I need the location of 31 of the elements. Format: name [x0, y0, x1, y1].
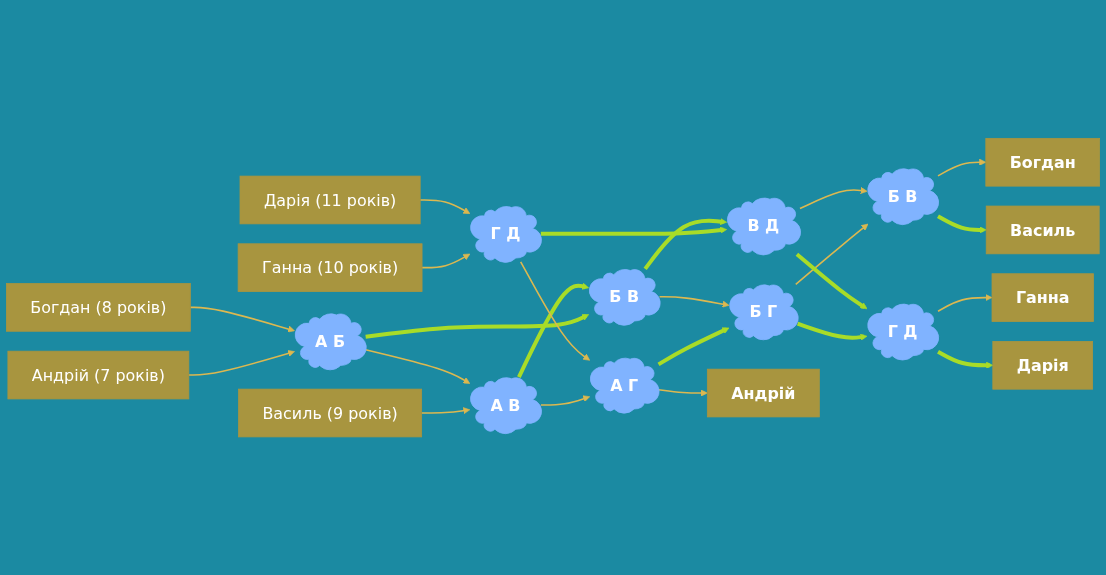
node-box: Богдан (8 років) [6, 282, 191, 332]
arrow [419, 199, 471, 214]
arrow [540, 395, 591, 406]
arrow [365, 314, 589, 339]
node-box: Ганна (10 років) [237, 243, 423, 292]
arrow [795, 252, 868, 309]
node-box: Андрій (7 років) [7, 350, 190, 400]
arrow [517, 282, 589, 378]
arrow [420, 407, 471, 414]
node-box: Богдан [985, 137, 1100, 187]
node-box: Василь [985, 205, 1100, 255]
arrow [658, 295, 730, 308]
arrow [799, 186, 868, 210]
arrow [189, 306, 295, 333]
arrow [794, 223, 869, 285]
arrow [937, 294, 993, 312]
arrow [519, 260, 591, 361]
node-box: Андрій [706, 368, 820, 418]
node-box: Василь (9 років) [238, 388, 423, 438]
arrow [421, 253, 471, 269]
arrow [937, 158, 987, 177]
node-box: Дарія [992, 340, 1093, 390]
arrow [188, 349, 295, 376]
node-box: Ганна [991, 273, 1094, 322]
arrow [937, 214, 987, 234]
arrow [796, 321, 868, 341]
arrow [657, 327, 730, 366]
arrow [540, 226, 728, 236]
arrow [937, 349, 994, 369]
arrow [643, 217, 728, 270]
node-box: Дарія (11 років) [239, 175, 421, 225]
